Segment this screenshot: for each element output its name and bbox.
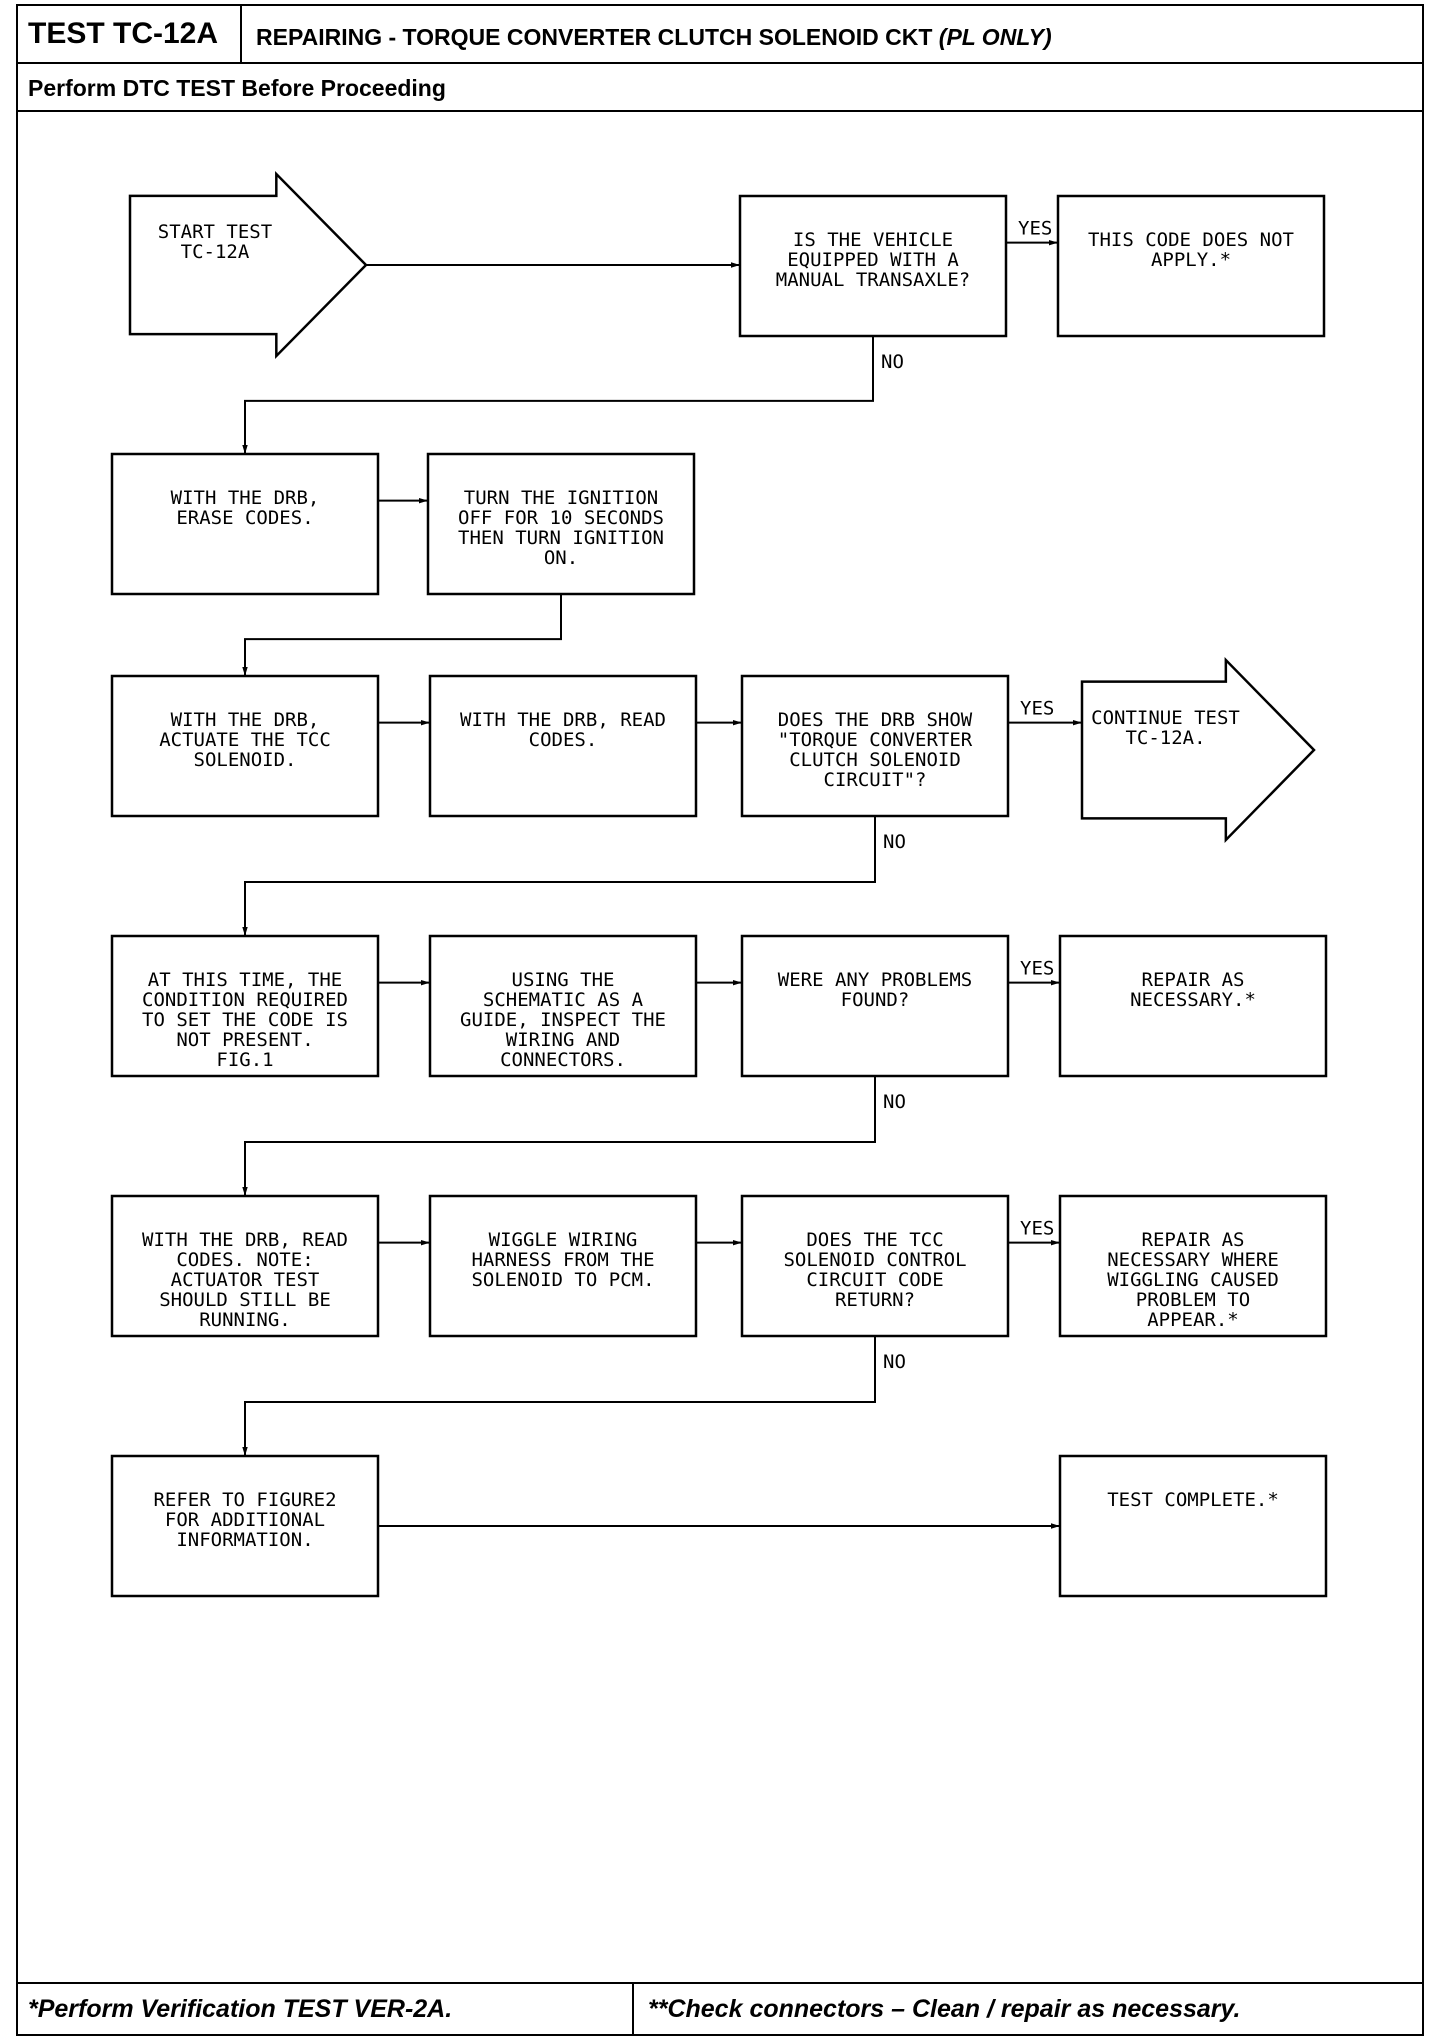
node-read-box <box>428 674 698 818</box>
node-q_problems-box <box>740 934 1010 1078</box>
connector-no-q-manual <box>242 336 874 454</box>
node-schematic-box <box>428 934 698 1078</box>
connector-ignition-to-actuate <box>242 594 562 676</box>
node-complete-box <box>1058 1454 1328 1598</box>
header-row: TEST TC-12A REPAIRING - TORQUE CONVERTER… <box>18 6 1422 64</box>
label-no-q-show: NO <box>883 831 906 853</box>
test-page: TEST TC-12A REPAIRING - TORQUE CONVERTER… <box>16 4 1424 2036</box>
label-yes-q-manual: YES <box>1018 218 1052 240</box>
node-repair2-box <box>1058 1194 1328 1338</box>
node-erase-label: WITH THE DRB,ERASE CODES. <box>171 487 320 529</box>
node-q_show-box <box>740 674 1010 818</box>
node-complete-label: TEST COMPLETE.* <box>1107 1489 1279 1511</box>
node-q_manual-box <box>738 194 1008 338</box>
node-refer-box <box>110 1454 380 1598</box>
node-at_time-box <box>110 934 380 1078</box>
label-no-q-return: NO <box>883 1351 906 1373</box>
footer: *Perform Verification TEST VER-2A. **Che… <box>18 1982 1422 2034</box>
node-ignition-box <box>426 452 696 596</box>
footer-connector-note: **Check connectors – Clean / repair as n… <box>648 1995 1241 2023</box>
page-subtitle: Perform DTC TEST Before Proceeding <box>18 64 1422 112</box>
node-shapes <box>110 170 1328 1598</box>
node-start-shape <box>128 170 368 360</box>
label-no-q-problems: NO <box>883 1091 906 1113</box>
title-main: REPAIRING - TORQUE CONVERTER CLUTCH SOLE… <box>256 24 939 50</box>
label-yes-q-show: YES <box>1020 698 1054 720</box>
title-suffix: (PL ONLY) <box>938 24 1052 50</box>
node-actuate-box <box>110 674 380 818</box>
test-id: TEST TC-12A <box>18 6 242 62</box>
node-wiggle-box <box>428 1194 698 1338</box>
node-not_apply-box <box>1056 194 1326 338</box>
label-no-q-manual: NO <box>881 351 904 373</box>
connector-no-q-problems <box>242 1076 876 1196</box>
node-read_note-box <box>110 1194 380 1338</box>
connector-no-q-show <box>242 816 876 936</box>
page-title: REPAIRING - TORQUE CONVERTER CLUTCH SOLE… <box>256 6 1052 62</box>
footer-verification-note: *Perform Verification TEST VER-2A. <box>18 1984 634 2034</box>
connectors <box>242 239 1082 1529</box>
node-continue-shape <box>1080 656 1316 844</box>
node-erase-box <box>110 452 380 596</box>
label-yes-q-problems: YES <box>1020 958 1054 980</box>
connector-no-q-return <box>242 1336 876 1456</box>
label-yes-q-return: YES <box>1020 1218 1054 1240</box>
node-q_return-box <box>740 1194 1010 1338</box>
node-repair1-box <box>1058 934 1328 1078</box>
